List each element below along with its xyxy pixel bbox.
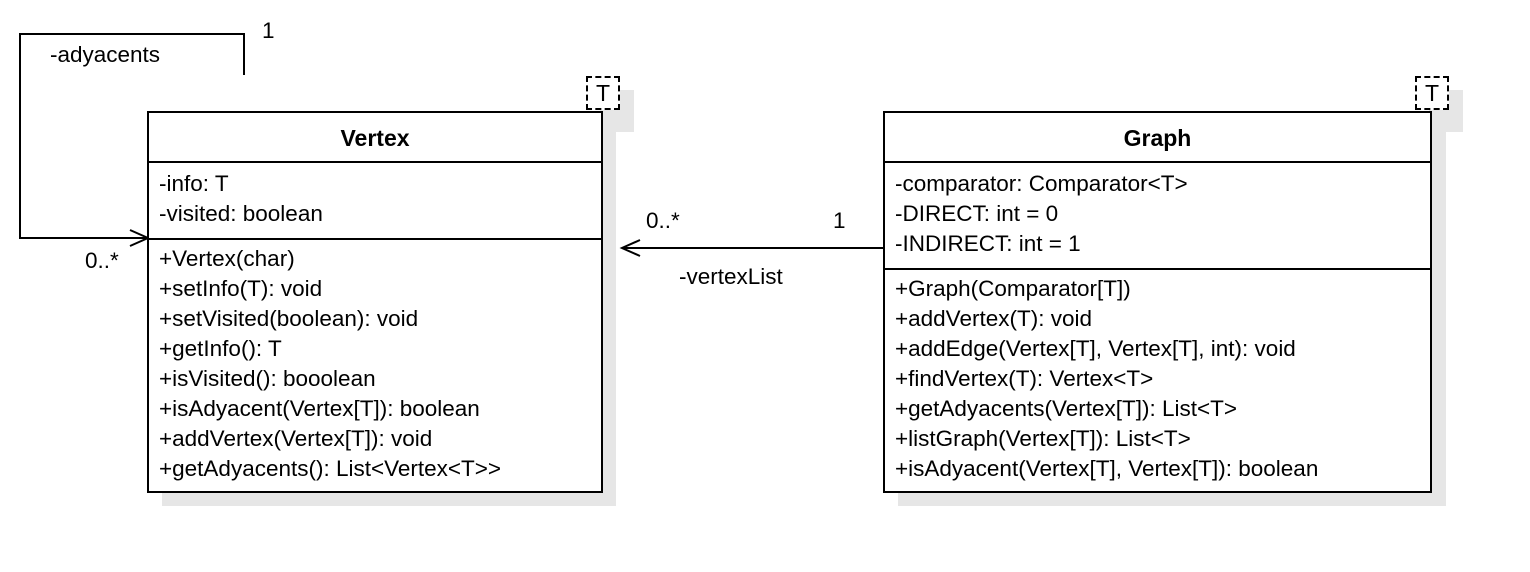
graph-class[interactable]: Graph -comparator: Comparator<T> -DIRECT… [883, 111, 1432, 493]
graph-attribute-comparator: -comparator: Comparator<T> [895, 171, 1188, 196]
self-association-target-multiplicity: 0..* [85, 248, 119, 273]
self-association-role-label: -adyacents [50, 42, 161, 67]
graph-vertex-target-multiplicity: 0..* [646, 208, 680, 233]
graph-method: +addVertex(T): void [895, 306, 1092, 331]
graph-attribute-indirect: -INDIRECT: int = 1 [895, 231, 1081, 256]
vertex-methods: +Vertex(char) +setInfo(T): void +setVisi… [159, 244, 601, 484]
vertex-method: +isVisited(): booolean [159, 366, 376, 391]
vertex-method: +setVisited(boolean): void [159, 306, 419, 331]
graph-method: +isAdyacent(Vertex[T], Vertex[T]): boole… [895, 456, 1319, 481]
self-association-line [19, 33, 245, 239]
graph-attribute-direct: -DIRECT: int = 0 [895, 201, 1059, 226]
vertex-type-param: T [586, 76, 620, 110]
graph-method: +Graph(Comparator[T]) [895, 276, 1131, 301]
graph-vertex-arrowhead [619, 239, 641, 257]
vertex-class-name: Vertex [340, 125, 410, 151]
vertex-attributes-divider [149, 238, 601, 240]
graph-method: +addEdge(Vertex[T], Vertex[T], int): voi… [895, 336, 1296, 361]
graph-name-divider [885, 161, 1430, 163]
graph-type-param: T [1415, 76, 1449, 110]
vertex-class[interactable]: Vertex -info: T -visited: boolean +Verte… [147, 111, 603, 493]
graph-method: +getAdyacents(Vertex[T]): List<T> [895, 396, 1238, 421]
vertex-method: +getAdyacents(): List<Vertex<T>> [159, 456, 502, 481]
graph-method: +findVertex(T): Vertex<T> [895, 366, 1154, 391]
vertex-method: +getInfo(): T [159, 336, 282, 361]
graph-attributes: -comparator: Comparator<T> -DIRECT: int … [895, 169, 1430, 259]
graph-methods: +Graph(Comparator[T]) +addVertex(T): voi… [895, 274, 1430, 484]
vertex-method: +addVertex(Vertex[T]): void [159, 426, 433, 451]
graph-vertex-source-multiplicity: 1 [833, 208, 846, 233]
vertex-method: +setInfo(T): void [159, 276, 323, 301]
self-association-source-multiplicity: 1 [262, 18, 275, 43]
vertex-name-divider [149, 161, 601, 163]
graph-class-name: Graph [1123, 125, 1192, 151]
graph-vertex-role-label: -vertexList [679, 264, 783, 289]
vertex-attribute-visited: -visited: boolean [159, 201, 323, 226]
vertex-attributes: -info: T -visited: boolean [159, 169, 601, 229]
graph-attributes-divider [885, 268, 1430, 270]
vertex-attribute-info: -info: T [159, 171, 229, 196]
vertex-method: +Vertex(char) [159, 246, 295, 271]
graph-method: +listGraph(Vertex[T]): List<T> [895, 426, 1191, 451]
vertex-method: +isAdyacent(Vertex[T]): boolean [159, 396, 480, 421]
